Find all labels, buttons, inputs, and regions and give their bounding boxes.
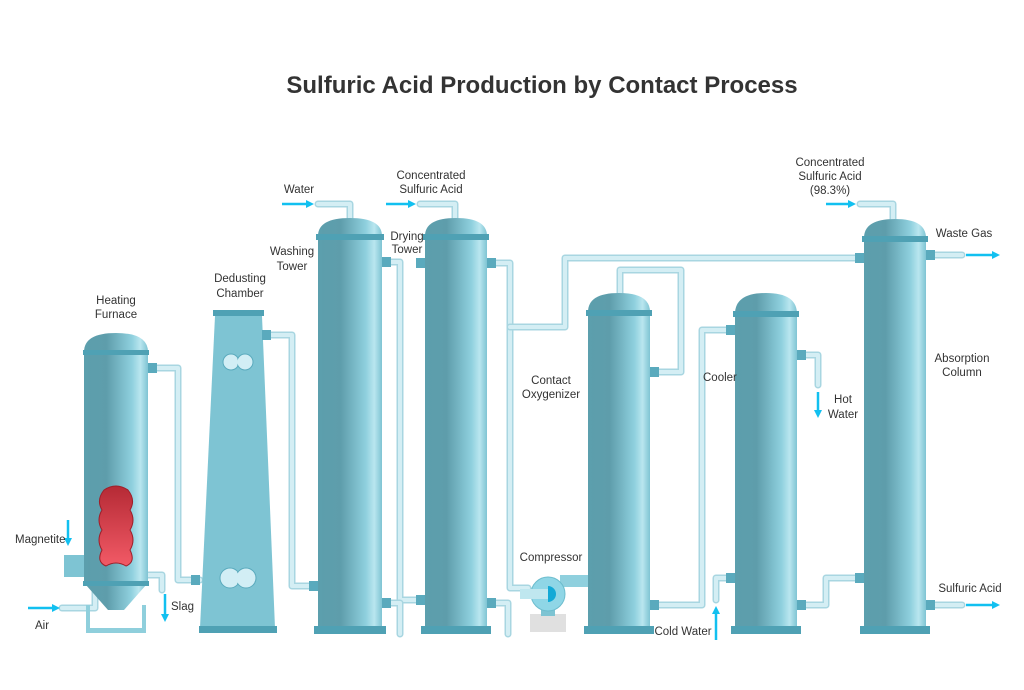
slag-arrow-icon — [161, 594, 169, 622]
label-cooler: Cooler — [703, 372, 737, 384]
label-air: Air — [35, 620, 49, 632]
magnetite-hopper — [64, 555, 86, 577]
label-slag: Slag — [171, 601, 194, 613]
drying-tower — [416, 218, 496, 634]
cold-water-arrow-icon — [712, 606, 720, 640]
sulfuric-acid-arrow-icon — [966, 601, 1000, 609]
diagram-title: Sulfuric Acid Production by Contact Proc… — [286, 72, 797, 99]
acid-inlet-arrow-icon — [826, 200, 856, 208]
label-magnetite: Magnetite — [15, 534, 66, 546]
label-waste-gas: Waste Gas — [936, 228, 993, 240]
washing-tower — [309, 218, 391, 634]
heating-furnace — [64, 333, 157, 633]
window-icon — [222, 353, 254, 371]
compressor — [520, 575, 588, 632]
water-inlet-arrow-icon — [282, 200, 314, 208]
magnetite-arrow-icon — [64, 520, 72, 546]
label-sulfuric-acid: Sulfuric Acid — [938, 583, 1001, 595]
contact-oxygenizer — [584, 293, 659, 634]
fire-icon — [98, 485, 134, 567]
cooler — [726, 293, 806, 634]
flow-arrows — [28, 200, 1000, 640]
acid-inlet-arrow-icon — [386, 200, 416, 208]
air-arrow-icon — [28, 604, 60, 612]
window-icon — [219, 567, 257, 589]
label-compressor: Compressor — [520, 552, 583, 564]
dedusting-chamber — [191, 310, 277, 633]
absorption-column — [855, 219, 935, 634]
hot-water-arrow-icon — [814, 392, 822, 418]
waste-gas-arrow-icon — [966, 251, 1000, 259]
label-water: Water — [284, 184, 314, 196]
label-cold-water: Cold Water — [654, 626, 711, 638]
